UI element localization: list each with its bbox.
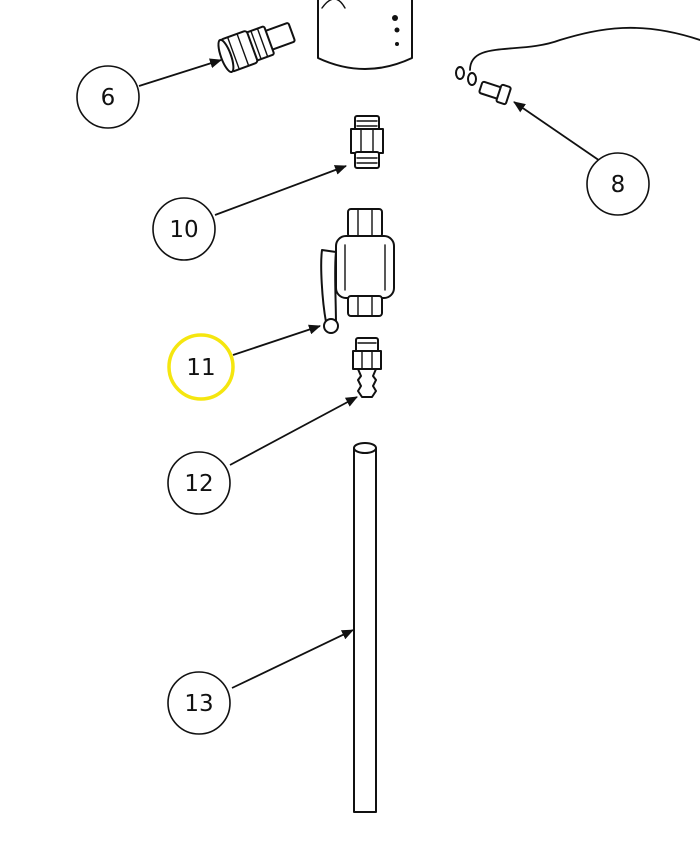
ball-valve — [320, 208, 395, 334]
leader-lines — [138, 58, 604, 689]
callout-8: 8 — [586, 152, 650, 216]
callout-label: 12 — [184, 471, 213, 497]
tube — [353, 442, 377, 813]
callout-13: 13 — [167, 671, 231, 735]
callout-label: 11 — [186, 355, 215, 381]
hex-nipple — [350, 115, 384, 169]
callout-label: 6 — [101, 85, 116, 111]
callout-6: 6 — [76, 65, 140, 129]
hose-barb — [352, 337, 382, 398]
callout-10: 10 — [152, 197, 216, 261]
pump-housing — [317, 0, 413, 70]
quick-connect-fitting — [217, 22, 296, 74]
callout-12: 12 — [167, 451, 231, 515]
callout-label: 10 — [169, 217, 198, 243]
callout-11-highlighted: 11 — [167, 333, 235, 401]
callout-label: 13 — [184, 691, 213, 717]
callout-label: 8 — [611, 172, 626, 198]
sensor-wire-assembly — [455, 26, 700, 106]
